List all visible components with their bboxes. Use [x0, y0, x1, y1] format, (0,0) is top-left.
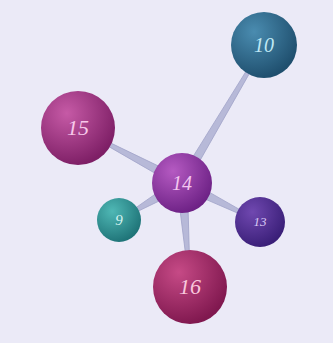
bond-line	[193, 71, 250, 161]
atom-sphere: 16	[153, 250, 227, 324]
atom-sphere: 9	[97, 198, 141, 242]
atom-number: 13	[254, 214, 267, 230]
bond-line	[180, 211, 189, 253]
atom-number: 10	[254, 34, 274, 57]
atom-sphere: 13	[235, 197, 285, 247]
bond-line	[108, 143, 159, 174]
atom-number: 16	[179, 274, 201, 300]
bond-line	[205, 192, 240, 214]
atom-number: 15	[67, 115, 89, 141]
atom-sphere: 15	[41, 91, 115, 165]
atom-sphere: 10	[231, 12, 297, 78]
atom-number: 9	[115, 212, 123, 229]
atom-number: 14	[172, 172, 192, 195]
atom-sphere: 14	[152, 153, 212, 213]
